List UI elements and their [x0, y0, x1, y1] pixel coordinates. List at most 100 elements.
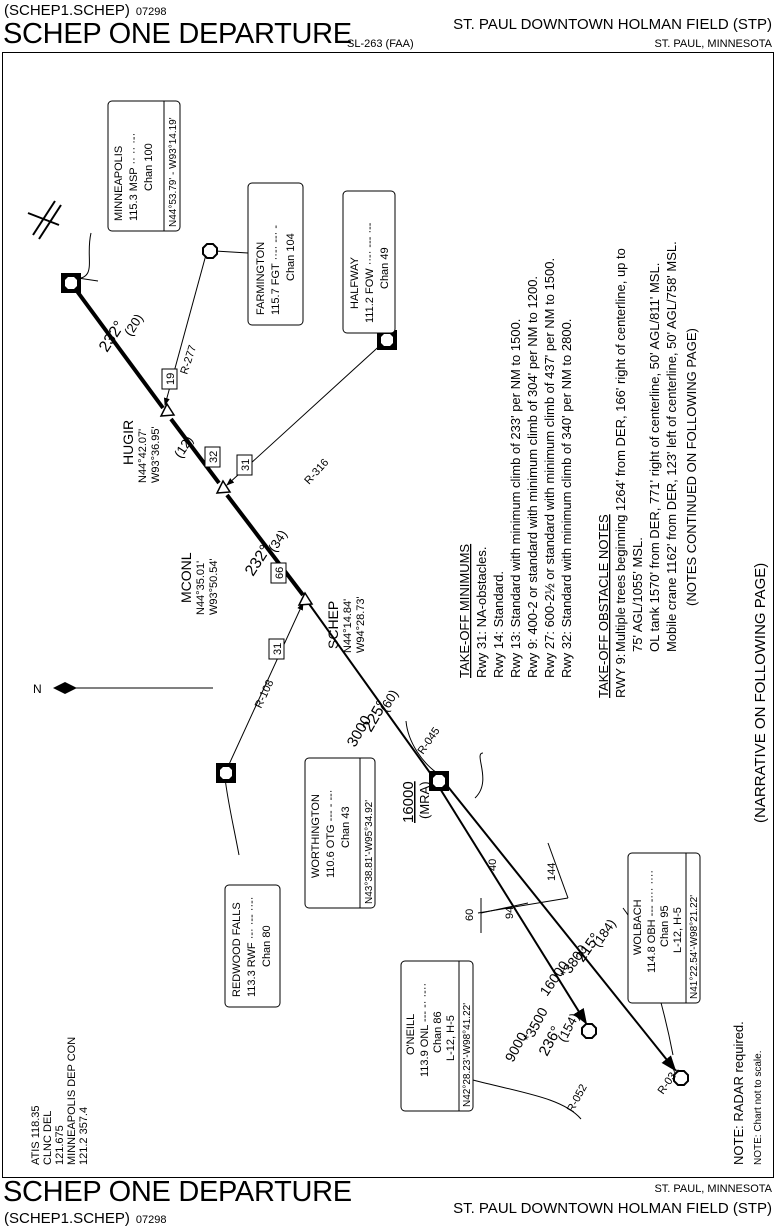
mra-label: 16000 (MRA): [400, 781, 432, 823]
worthington-morse: --- - --·: [325, 790, 337, 822]
radar-note: NOTE: RADAR required.: [731, 1021, 746, 1165]
redwood-id: RWF: [246, 942, 258, 967]
departure-chart: MINNEAPOLIS 115.3 MSP ·· ·· ·-· Chan 100…: [2, 52, 774, 1178]
oneill-info-box: O'NEILL 113.9 ONL --- -· ·-·· Chan 86 L-…: [400, 960, 474, 1112]
farmington-name: FARMINGTON: [255, 242, 267, 315]
redwood-name: REDWOOD FALLS: [231, 902, 243, 997]
oneill-coords: N42°28.23'-W98°41.22': [462, 1003, 473, 1107]
mileage-box-32: 32: [204, 446, 221, 468]
footer-procedure-code: (SCHEP1.SCHEP) 07298: [4, 1210, 166, 1227]
obstacle-continued: (NOTES CONTINUED ON FOLLOWING PAGE): [684, 328, 699, 606]
oneill-vortac-icon: [581, 1023, 597, 1039]
svg-text:115.3 MSP ·· ·· ·-·: 115.3 MSP ·· ·· ·-·: [128, 133, 140, 221]
narrative-note: (NARRATIVE ON FOLLOWING PAGE): [752, 563, 769, 823]
mileage-66: 66: [274, 567, 286, 579]
wolbach-id: OBH: [646, 919, 658, 943]
svg-text:114.8 OBH --- -··· ····: 114.8 OBH --- -··· ····: [646, 870, 658, 973]
worthington-id: OTG: [325, 824, 337, 848]
oneill-chan: Chan 86: [432, 1011, 444, 1053]
tom-line: Rwy 14: Standard.: [491, 571, 506, 678]
comm-line: ATIS 118.35: [30, 1105, 42, 1165]
worthington-name: WORTHINGTON: [310, 794, 322, 878]
mileage-box-31a: 31: [236, 454, 253, 476]
radial-r277: R-277: [178, 344, 199, 376]
farmington-morse: ··-· --· -: [270, 225, 282, 261]
north-arrow: [53, 682, 213, 694]
hugir-name: HUGIR: [120, 420, 136, 465]
halfway-info-box: HALFWAY 111.2 FOW ··-· --- ·-- Chan 49: [342, 190, 396, 334]
mconl-label: MCONL N44°35.01' W93°50.54': [178, 552, 220, 615]
minneapolis-coords: N44°53.79' - W93°14.19': [168, 117, 179, 227]
takeoff-minimums-heading: TAKE-OFF MINIMUMS: [457, 544, 472, 678]
schep-fix-icon: [297, 591, 314, 606]
obstacle-line: Mobile crane 1162' from DER, 123' left o…: [664, 241, 679, 652]
oneill-route-distance: (154): [554, 1011, 581, 1045]
tom-line: Rwy 13: Standard with minimum climb of 2…: [508, 319, 523, 678]
farmington-info-box: FARMINGTON 115.7 FGT ··-· --· - Chan 104: [247, 182, 304, 326]
minneapolis-morse: ·· ·· ·-·: [128, 133, 140, 165]
wolbach-charts: L-12, H-5: [672, 907, 684, 953]
worthington-info-box: WORTHINGTON 110.6 OTG --- - --· Chan 43 …: [304, 757, 376, 909]
footer-amendment: 07298: [135, 1214, 167, 1226]
halfway-chan: Chan 49: [379, 247, 391, 289]
radial-r316: R-316: [302, 457, 331, 487]
mra-altitude: 16000: [400, 781, 417, 823]
procedure-code-text: (SCHEP1.SCHEP): [4, 2, 130, 19]
svg-text:110.6 OTG --- - --·: 110.6 OTG --- - --·: [325, 790, 337, 878]
farmington-id: FGT: [270, 263, 282, 285]
mconl-lat: N44°35.01': [195, 561, 207, 615]
svg-text:111.2 FOW ··-· --- ·--: 111.2 FOW ··-· --- ·--: [364, 222, 376, 323]
obstacle-line: 75' AGL/1055' MSL.: [630, 537, 645, 652]
worthington-vortac-icon: [429, 771, 449, 791]
radial-r045: R-045: [416, 725, 443, 756]
worthington-coords: N43°38.81'-W95°34.92': [364, 800, 375, 904]
mileage-32: 32: [208, 451, 220, 463]
obstacle-notes-heading: TAKE-OFF OBSTACLE NOTES: [596, 514, 611, 698]
mileage-144: 144: [546, 863, 558, 881]
obstacle-notes: TAKE-OFF OBSTACLE NOTES RWY 9: Multiple …: [596, 241, 699, 698]
farmington-vortac-icon: [202, 243, 218, 259]
schep-name: SCHEP: [325, 601, 341, 649]
radial-r052: R-052: [565, 1082, 590, 1114]
radial-lines: [70, 232, 674, 1120]
minneapolis-vortac-icon: [61, 273, 81, 293]
mconl-name: MCONL: [178, 552, 194, 603]
schep-label: SCHEP N44°14.84' W94°28.73': [325, 596, 367, 653]
halfway-morse: ··-· --- ·--: [364, 222, 376, 265]
farmington-freq: 115.7: [270, 288, 282, 315]
chart-labels: MINNEAPOLIS 115.3 MSP ·· ·· ·-· Chan 100…: [30, 100, 769, 1165]
schep-lon: W94°28.73': [355, 596, 367, 653]
wolbach-chan: Chan 95: [659, 905, 671, 947]
redwood-chan: Chan 80: [261, 925, 273, 967]
footer-city-state: ST. PAUL, MINNESOTA: [654, 1183, 772, 1195]
wolbach-name: WOLBACH: [632, 899, 644, 955]
schep-lat: N44°14.84': [342, 599, 354, 653]
footer-title: SCHEP ONE DEPARTURE: [3, 1176, 352, 1208]
airport-name: ST. PAUL DOWNTOWN HOLMAN FIELD (STP): [453, 16, 772, 33]
oneill-id: ONL: [419, 1025, 431, 1048]
halfway-freq: 111.2: [364, 297, 376, 323]
mileage-40: 40: [487, 859, 499, 871]
mra-text: (MRA): [417, 781, 432, 819]
segment1-distance: (20): [121, 311, 146, 339]
footer-airport-name: ST. PAUL DOWNTOWN HOLMAN FIELD (STP): [453, 1200, 772, 1217]
segment2-distance: (12): [171, 433, 196, 461]
redwood-falls-vortac-icon: [216, 763, 236, 783]
hugir-fix-icon: [159, 402, 176, 417]
footer-code-text: (SCHEP1.SCHEP): [4, 1210, 130, 1227]
minneapolis-chan: Chan 100: [143, 143, 155, 191]
comm-line: MINNEAPOLIS DEP CON: [66, 1037, 78, 1165]
obstacle-rwy: RWY 9:: [613, 654, 628, 698]
procedure-code: (SCHEP1.SCHEP)07298: [4, 2, 166, 19]
worthington-freq: 110.6: [325, 851, 337, 878]
radial-r108: R-108: [253, 678, 277, 710]
oneill-charts: L-12, H-5: [445, 1015, 457, 1061]
redwood-morse: ·-· ·-- ··-·: [246, 897, 258, 940]
wolbach-info-box: WOLBACH 114.8 OBH --- -··· ···· Chan 95 …: [627, 852, 701, 1004]
hugir-label: HUGIR N44°42.07' W93°36.95': [120, 420, 162, 483]
comms-frequencies: ATIS 118.35 CLNC DEL 121.675 MINNEAPOLIS…: [30, 1037, 90, 1165]
obstacle-line: Multiple trees beginning 1264' from DER,…: [613, 248, 628, 652]
svg-text:113.9 ONL --- -· ·-··: 113.9 ONL --- -· ·-··: [419, 983, 431, 1077]
route-diagram: MINNEAPOLIS 115.3 MSP ·· ·· ·-· Chan 100…: [27, 100, 769, 1165]
minneapolis-info-box: MINNEAPOLIS 115.3 MSP ·· ·· ·-· Chan 100…: [107, 100, 181, 232]
